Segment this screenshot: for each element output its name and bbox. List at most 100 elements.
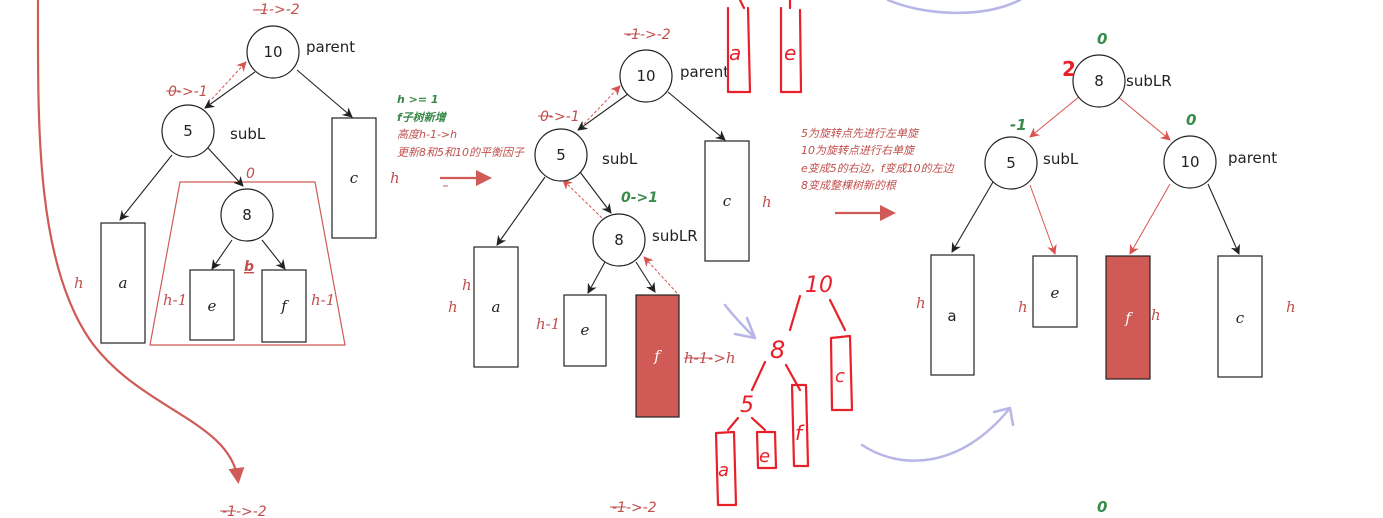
- left-box-e: e: [189, 269, 235, 341]
- left-node-10: 10: [246, 25, 300, 79]
- right-parent-label: parent: [1228, 149, 1277, 167]
- svg-text:a: a: [119, 274, 128, 292]
- mid-node-8: 8: [592, 213, 646, 267]
- mid-box-e: e: [563, 294, 607, 367]
- left-box-c: c: [331, 117, 377, 239]
- right-h-c: h: [1286, 298, 1296, 316]
- hw-a: a: [718, 460, 729, 481]
- right-parent-bf: 0: [1186, 111, 1196, 129]
- note1-line3: 高度h-1->h: [397, 128, 457, 141]
- left-subl-label: subL: [230, 125, 266, 143]
- left-parent-label: parent: [306, 38, 355, 56]
- note1-line2: f子树新增: [397, 111, 448, 124]
- hw-node-5: 5: [740, 393, 754, 418]
- left-h-e: h-1: [163, 291, 187, 309]
- hw-node-10: 10: [805, 273, 833, 298]
- mid-h-a2: h: [448, 298, 458, 316]
- svg-text:10: 10: [263, 43, 282, 61]
- notes-insert: h >= 1 f子树新增 高度h-1->h 更新8和5和10的平衡因子: [397, 93, 525, 159]
- left-tree: -1->-2 10 parent 0->-1 5 subL 0 8 b: [74, 2, 400, 518]
- left-node-5: 5: [161, 104, 215, 158]
- svg-text:c: c: [350, 169, 359, 187]
- notes-rotation: 5为旋转点先进行左单旋 10为旋转点进行右单旋 e变成5的右边，f变成10的左边…: [801, 127, 955, 192]
- svg-text:a: a: [947, 307, 956, 325]
- hw-node-8: 8: [770, 336, 785, 364]
- mid-parent-label: parent: [680, 63, 729, 81]
- svg-text:10: 10: [1180, 153, 1199, 171]
- mid-h-c: h: [762, 193, 772, 211]
- svg-text:10: 10: [636, 67, 655, 85]
- handwritten-sketch: a e 10 8 5 c f a e 2: [714, 0, 1076, 507]
- lavender-arrow-bottom: [860, 406, 1015, 462]
- right-subl-label: subL: [1043, 150, 1079, 168]
- left-box-a: a: [100, 222, 146, 344]
- mid-sublr-bf: 0->1: [621, 190, 658, 206]
- mid-sublr-label: subLR: [652, 227, 698, 245]
- lavender-arrow-mid: [723, 303, 757, 340]
- middle-tree: -1->-2 10 parent 0->-1 5 subL 0->1 8 sub…: [448, 27, 772, 516]
- mid-h-a: h: [462, 276, 472, 294]
- left-h-f: h-1: [311, 291, 335, 309]
- lavender-arrow-top: [886, 0, 1022, 15]
- mid-node-10: 10: [619, 49, 673, 103]
- mid-box-f: f: [635, 294, 680, 418]
- right-node-10: 10: [1163, 135, 1217, 189]
- left-h-c: h: [390, 169, 400, 187]
- hw-top-a: a: [729, 41, 741, 65]
- left-top-bf: -1->-2: [255, 2, 300, 18]
- hw-root-mark: 2: [1062, 57, 1076, 81]
- left-box-f: f: [261, 269, 307, 343]
- right-node-8: 8: [1072, 54, 1126, 108]
- hw-c: c: [835, 366, 845, 387]
- mid-top-bf: -1->-2: [626, 27, 671, 43]
- left-subl-bf: 0->-1: [168, 84, 208, 100]
- svg-text:8: 8: [614, 231, 624, 249]
- right-tree: 0 8 subLR -1 5 subL 0 10 parent a h: [916, 30, 1296, 516]
- svg-text:5: 5: [1006, 154, 1016, 172]
- left-h-a: h: [74, 274, 84, 292]
- svg-text:a: a: [492, 298, 501, 316]
- right-box-e: e: [1032, 255, 1078, 328]
- svg-text:f: f: [653, 347, 662, 365]
- svg-text:e: e: [208, 297, 217, 315]
- note2-line2: 10为旋转点进行右单旋: [801, 144, 916, 157]
- mid-node-5: 5: [534, 128, 588, 182]
- hw-f: f: [795, 421, 805, 445]
- right-box-c: c: [1217, 255, 1263, 378]
- svg-text:8: 8: [242, 206, 252, 224]
- note1-line1: h >= 1: [397, 93, 439, 106]
- subtree-outline: [149, 181, 346, 346]
- note2-line1: 5为旋转点先进行左单旋: [801, 127, 920, 140]
- mid-box-c: c: [704, 140, 750, 262]
- right-h-f: h: [1151, 306, 1161, 324]
- right-subl-bf: -1: [1010, 116, 1027, 134]
- note2-line3: e变成5的右边，f变成10的左边: [801, 162, 955, 175]
- hw-top-e: e: [784, 41, 796, 65]
- svg-text:c: c: [1236, 309, 1245, 327]
- left-node-8: 8: [220, 188, 274, 242]
- mid-h-e: h-1: [536, 315, 560, 333]
- svg-text:c: c: [723, 192, 732, 210]
- left-n8-bf: 0: [246, 166, 255, 182]
- left-b-mark: b: [244, 259, 254, 275]
- svg-text:5: 5: [183, 122, 193, 140]
- svg-text:f: f: [280, 297, 289, 315]
- mid-bottom-bf: -1->-2: [612, 500, 657, 516]
- hw-e: e: [759, 446, 770, 467]
- svg-text:e: e: [1051, 284, 1060, 302]
- mid-subl-bf: 0->-1: [540, 109, 580, 125]
- svg-text:e: e: [581, 321, 590, 339]
- svg-text:f: f: [1124, 309, 1133, 327]
- note1-line4: 更新8和5和10的平衡因子: [397, 146, 525, 159]
- svg-text:5: 5: [556, 146, 566, 164]
- mid-box-a: a: [473, 246, 519, 368]
- right-node-5: 5: [984, 136, 1038, 190]
- right-box-a: a: [930, 254, 975, 376]
- note2-line4: 8变成整棵树新的根: [801, 179, 897, 192]
- right-h-e: h: [1018, 298, 1028, 316]
- right-root-bf: 0: [1097, 30, 1107, 48]
- flow-arrow-left: [36, 0, 245, 484]
- right-root-label: subLR: [1126, 72, 1172, 90]
- right-h-a: h: [916, 294, 926, 312]
